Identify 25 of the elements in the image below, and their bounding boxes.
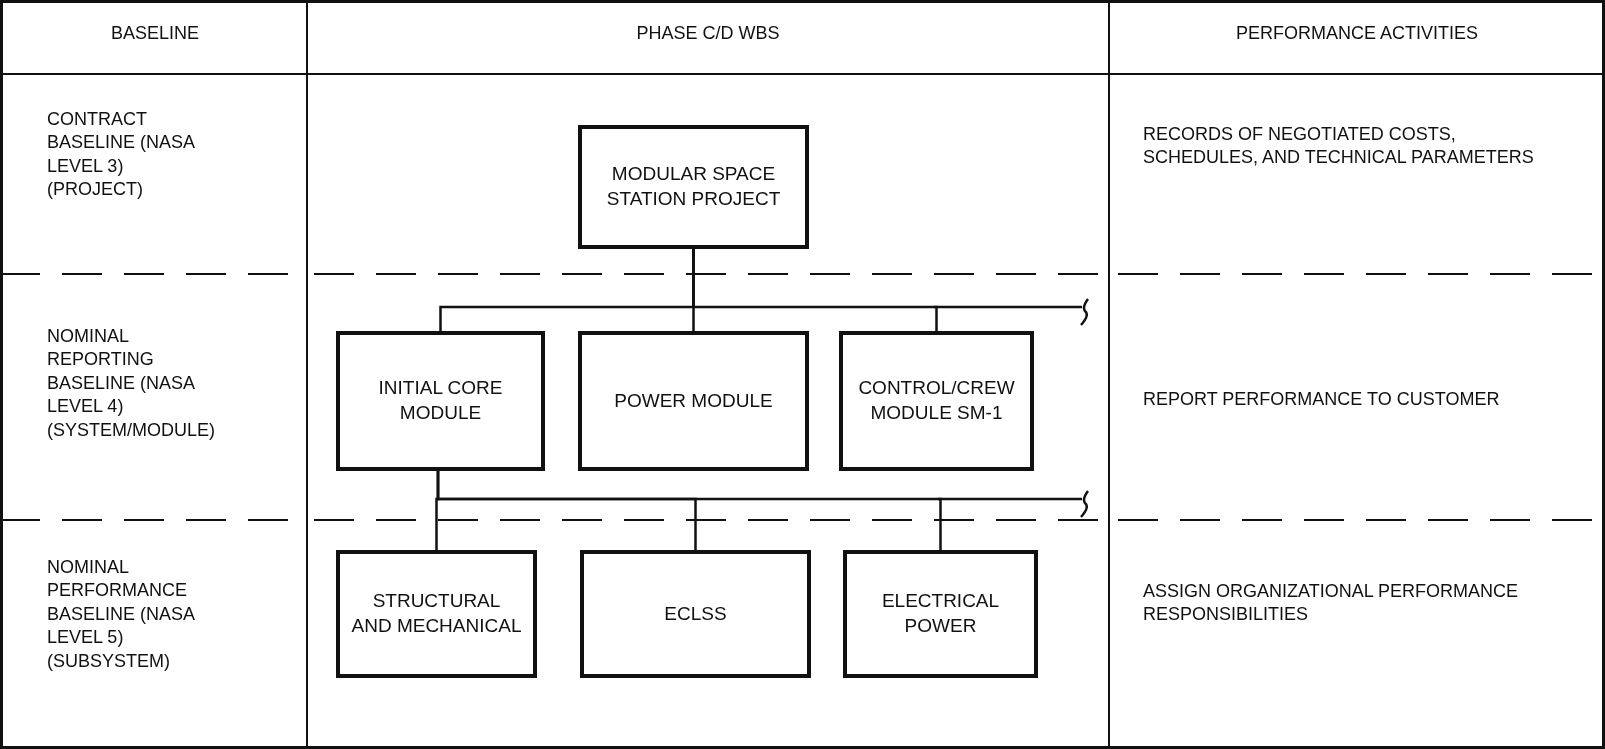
box-label: ECLSS <box>663 601 728 626</box>
baseline-label: NOMINAL PERFORMANCE BASELINE (NASA LEVEL 5) (SUBSYSTEM) <box>47 556 196 673</box>
box-label: CONTROL/CREW MODULE SM-1 <box>857 376 1016 425</box>
box-label: STRUCTURAL AND MECHANICAL <box>351 589 522 638</box>
box-label: INITIAL CORE MODULE <box>377 376 504 425</box>
wbs-box <box>843 550 1038 678</box>
wbs-box <box>580 550 811 678</box>
wbs-box <box>336 331 545 471</box>
activity-text: RECORDS OF NEGOTIATED COSTS, SCHEDULES, AND TECHNICAL PARAMETERS <box>1143 123 1535 170</box>
box-label: MODULAR SPACE STATION PROJECT <box>605 162 782 211</box>
wbs-box <box>839 331 1034 471</box>
column-header: PHASE C/D WBS <box>635 22 781 45</box>
baseline-label: NOMINAL REPORTING BASELINE (NASA LEVEL 4) (SYSTEM/MODULE) <box>47 325 216 442</box>
baseline-label: CONTRACT BASELINE (NASA LEVEL 3) (PROJECT) <box>47 108 196 202</box>
connector-line <box>436 471 942 550</box>
box-label: ELECTRICAL POWER <box>880 589 1001 638</box>
wbs-box <box>578 125 809 249</box>
column-header: BASELINE <box>109 22 200 45</box>
column-header: PERFORMANCE ACTIVITIES <box>1234 22 1479 45</box>
activity-text: ASSIGN ORGANIZATIONAL PERFORMANCE RESPONSIBILITIES <box>1143 580 1520 627</box>
wbs-box <box>336 550 537 678</box>
wbs-box <box>578 331 809 471</box>
activity-text: REPORT PERFORMANCE TO CUSTOMER <box>1143 388 1501 411</box>
box-label: POWER MODULE <box>613 388 774 413</box>
connector-line <box>692 249 938 331</box>
